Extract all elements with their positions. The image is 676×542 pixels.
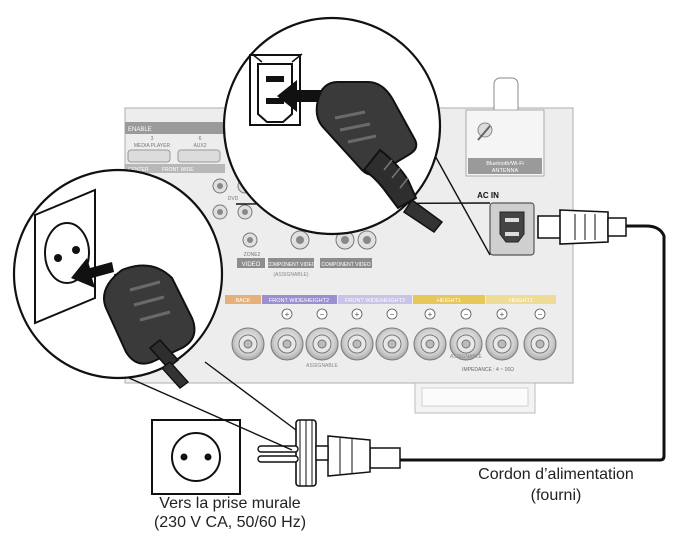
svg-text:COMPONENT VIDEO: COMPONENT VIDEO	[321, 262, 370, 268]
svg-text:−: −	[538, 310, 543, 319]
hdmi-enable-label: ENABLE	[128, 127, 152, 133]
wall-outlet-spec-label: (230 V CA, 50/60 Hz)	[153, 514, 307, 531]
power-cord	[257, 209, 666, 487]
svg-text:+: +	[355, 310, 360, 319]
svg-text:+: +	[500, 310, 505, 319]
svg-text:ZONE2: ZONE2	[244, 252, 261, 258]
hdmi-port	[177, 149, 221, 163]
media-player-label: MEDIA PLAYER	[134, 143, 171, 149]
svg-text:+: +	[428, 310, 433, 319]
svg-text:−: −	[390, 310, 395, 319]
bluetooth-antenna: Bluetooth/Wi-Fi ANTENNA	[465, 77, 545, 177]
svg-text:HEIGHT1: HEIGHT1	[509, 298, 533, 304]
svg-text:ASSIGNABLE: ASSIGNABLE	[450, 354, 482, 360]
bt-antenna-label-2: ANTENNA	[492, 168, 519, 174]
hdmi-port	[127, 149, 171, 163]
zoom-circle-wall-outlet	[12, 168, 224, 389]
wall-outlet-label: Vers la prise murale	[159, 495, 301, 512]
zoom-circle-ac-in	[222, 16, 444, 236]
wall-outlet	[151, 419, 241, 495]
aux2-label: AUX2	[193, 143, 206, 149]
svg-text:COMPONENT VIDEO: COMPONENT VIDEO	[266, 262, 315, 268]
ac-in-label: AC IN	[477, 191, 499, 200]
svg-text:CENTER: CENTER	[128, 167, 149, 173]
svg-text:FRONT WIDE/HEIGHT2: FRONT WIDE/HEIGHT2	[345, 298, 405, 304]
svg-text:(ASSIGNABLE): (ASSIGNABLE)	[273, 272, 308, 278]
svg-text:BACK: BACK	[236, 298, 251, 304]
power-cord-label: Cordon d’alimentation	[478, 466, 634, 483]
svg-text:FRONT WIDE: FRONT WIDE	[162, 167, 194, 173]
speaker-terminals: + − + − + − + − ASSIGNABLE ASSIGNABLE IM…	[231, 308, 557, 373]
svg-text:IMPEDANCE : 4 ~ 16Ω: IMPEDANCE : 4 ~ 16Ω	[462, 367, 514, 373]
svg-text:FRONT WIDE/HEIGHT2: FRONT WIDE/HEIGHT2	[269, 298, 329, 304]
svg-text:+: +	[285, 310, 290, 319]
svg-text:−: −	[464, 310, 469, 319]
svg-text:6: 6	[199, 136, 202, 142]
svg-text:HEIGHT1: HEIGHT1	[437, 298, 461, 304]
bt-antenna-label-1: Bluetooth/Wi-Fi	[486, 161, 524, 167]
svg-text:DVD: DVD	[228, 196, 239, 202]
svg-text:VIDEO: VIDEO	[242, 262, 261, 268]
svg-text:3: 3	[151, 136, 154, 142]
power-cord-supplied-label: (fourni)	[530, 487, 582, 504]
svg-text:ASSIGNABLE: ASSIGNABLE	[306, 363, 338, 369]
svg-text:−: −	[320, 310, 325, 319]
